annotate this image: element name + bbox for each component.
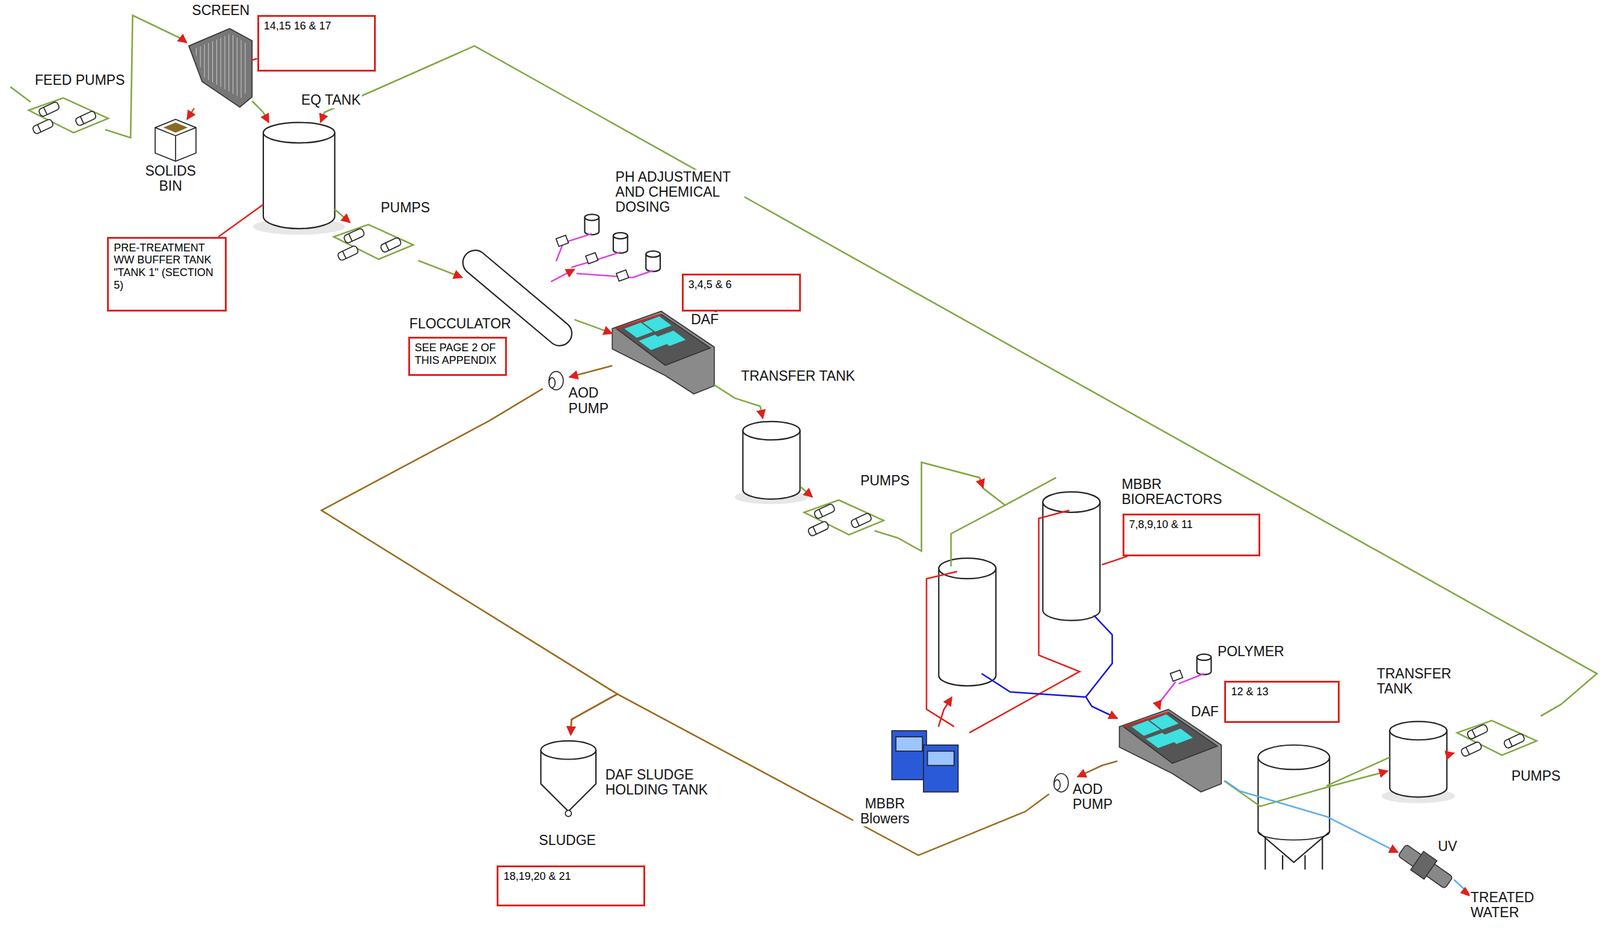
pipe [550, 269, 575, 282]
pipe [570, 693, 1049, 856]
equipment-label: PH ADJUSTMENT AND CHEMICAL DOSING [614, 169, 745, 216]
callout-text: PRE-TREATMENT WW BUFFER TANK "TANK 1" (S… [113, 241, 221, 292]
output-label: TREATED WATER [1469, 889, 1549, 921]
callout-box: 3,4,5 & 6 [681, 273, 802, 312]
equipment-label: TRANSFER TANK [1375, 666, 1460, 697]
equipment-label: DAF [689, 312, 720, 328]
equipment-label: PUMPS [379, 200, 432, 216]
equipment-node: DAF SLUDGE HOLDING TANKSLUDGE [540, 734, 597, 817]
callout-text: 7,8,9,10 & 11 [1129, 518, 1254, 531]
equipment-node: TRANSFER TANK [742, 418, 801, 506]
equipment-label: DAF SLUDGE HOLDING TANK [604, 767, 720, 798]
equipment-node: FEED PUMPS [28, 96, 106, 138]
pipe [1224, 780, 1398, 853]
pipe [334, 209, 351, 223]
pipe [800, 487, 813, 498]
callout-text: 18,19,20 & 21 [503, 870, 638, 883]
callout-box: 12 & 13 [1224, 680, 1340, 723]
pipe [320, 45, 1597, 716]
callout-box: PRE-TREATMENT WW BUFFER TANK "TANK 1" (S… [107, 236, 227, 312]
pipe [1224, 770, 1388, 807]
leader-line [251, 58, 258, 61]
equipment-label: EQ TANK [300, 92, 362, 108]
equipment-label: PUMPS [1510, 768, 1563, 784]
callout-box: 7,8,9,10 & 11 [1122, 513, 1261, 557]
equipment-node: PH ADJUSTMENT AND CHEMICAL DOSING [550, 217, 669, 284]
pipe [714, 384, 764, 419]
pipe [1077, 761, 1118, 777]
equipment-label: FEED PUMPS [33, 72, 127, 88]
equipment-node: TRANSFER TANK [1387, 719, 1450, 806]
equipment-label: AOD PUMP [567, 385, 616, 417]
pipe [938, 696, 952, 727]
leader-line [218, 204, 264, 237]
callout-text: 14,15 16 & 17 [263, 19, 370, 33]
equipment-node: FLOCCULATOR [462, 247, 575, 350]
callout-box: SEE PAGE 2 OF THIS APPENDIX [408, 336, 508, 376]
equipment-label: PUMPS [859, 473, 911, 489]
equipment-label: SLUDGE [537, 832, 598, 848]
callout-box: 14,15 16 & 17 [257, 15, 376, 71]
equipment-node: POLYMER [1166, 652, 1208, 682]
leader-line [1102, 556, 1128, 565]
pipe [251, 101, 269, 123]
equipment-label: TRANSFER TANK [739, 368, 857, 384]
equipment-label: UV [1436, 838, 1459, 854]
callout-text: 12 & 13 [1230, 685, 1334, 699]
pipe [574, 319, 613, 334]
equipment-node: EQ TANK [263, 122, 335, 236]
pipe [186, 108, 195, 120]
equipment-node: UV [1397, 844, 1454, 888]
equipment-label: POLYMER [1216, 643, 1286, 660]
pipe [569, 365, 613, 378]
equipment-node: DAF [1117, 708, 1230, 781]
callout-text: 3,4,5 & 6 [688, 278, 795, 292]
equipment-node: PUMPS [331, 222, 419, 266]
pipe [1085, 696, 1118, 718]
pipe [321, 388, 618, 735]
equipment-node: MBBR Blowers [889, 726, 967, 793]
pipe [1449, 752, 1455, 755]
equipment-label: MBBR Blowers [853, 796, 917, 827]
equipment-label: SOLIDS BIN [137, 163, 204, 195]
pipe [418, 260, 463, 278]
equipment-node: AOD PUMP [1049, 770, 1079, 796]
equipment-node: SCREEN [186, 28, 253, 109]
equipment-label: DAF [1189, 704, 1220, 720]
equipment-label: FLOCCULATOR [408, 316, 513, 332]
equipment-label: AOD PUMP [1071, 781, 1120, 813]
pipe [1158, 681, 1176, 710]
equipment-label: MBBR BIOREACTORS [1120, 476, 1236, 508]
equipment-node: SOLIDS BIN [155, 119, 197, 157]
callout-text: SEE PAGE 2 OF THIS APPENDIX [414, 341, 501, 367]
equipment-label: SCREEN [190, 3, 251, 19]
equipment-node: MBBR BIOREACTORS [936, 487, 1103, 697]
equipment-node: AOD PUMP [542, 369, 570, 392]
equipment-node: DAF [612, 311, 715, 394]
equipment-node: PUMPS [1453, 714, 1541, 768]
equipment-node: PUMPS [803, 496, 875, 543]
callout-box: 18,19,20 & 21 [496, 865, 645, 907]
